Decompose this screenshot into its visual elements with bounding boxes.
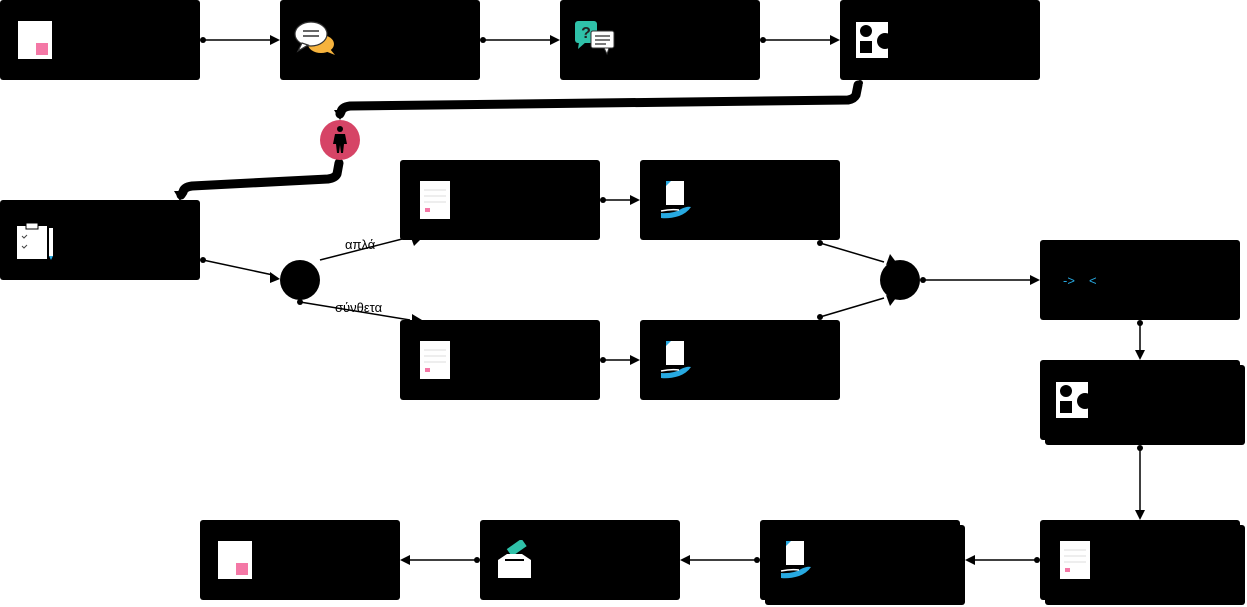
branch-label-simple: απλά	[345, 237, 376, 252]
subprocess-shapes-right[interactable]	[1040, 360, 1245, 445]
task-questions[interactable]	[560, 0, 760, 80]
task-discussion[interactable]	[280, 0, 480, 80]
task-simple-form[interactable]	[400, 160, 600, 240]
task-simple-submit[interactable]	[640, 160, 840, 240]
form-icon	[419, 340, 451, 380]
merge-text-arrow: ->	[1063, 273, 1075, 288]
split-gateway[interactable]	[280, 260, 320, 300]
task-merge-result[interactable]: -> <	[1040, 240, 1240, 320]
task-checklist[interactable]	[0, 200, 200, 280]
person-icon	[333, 126, 347, 153]
merge-text-lt: <	[1089, 273, 1097, 288]
task-complex-submit[interactable]	[640, 320, 840, 400]
task-complex-form[interactable]	[400, 320, 600, 400]
shapes-icon	[1056, 382, 1093, 418]
form-icon	[1059, 540, 1091, 580]
shapes-icon	[856, 22, 893, 58]
branch-label-complex: σύνθετα	[335, 300, 383, 315]
task-start-document[interactable]	[0, 0, 200, 80]
task-ballot[interactable]	[480, 520, 680, 600]
task-final-form-stack[interactable]	[1040, 520, 1245, 605]
edges	[174, 35, 1145, 565]
subprocess-shapes-top[interactable]	[840, 0, 1040, 80]
document-icon	[218, 541, 252, 579]
start-event[interactable]	[320, 120, 360, 160]
document-icon	[18, 21, 52, 59]
task-end-document[interactable]	[200, 520, 400, 600]
form-icon	[419, 180, 451, 220]
merge-gateway[interactable]	[880, 260, 920, 300]
task-final-submit-stack[interactable]	[760, 520, 965, 605]
